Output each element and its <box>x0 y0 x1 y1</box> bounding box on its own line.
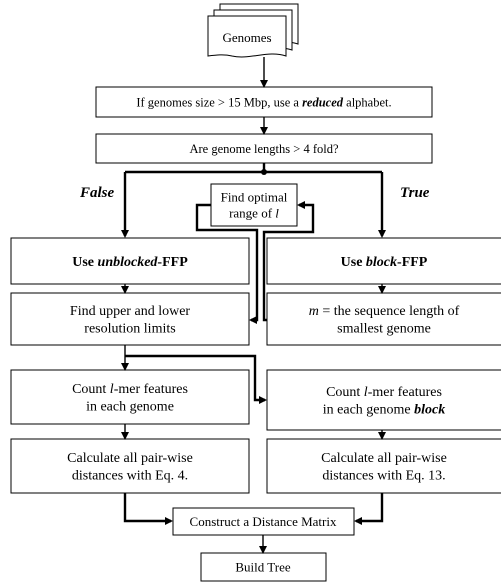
countL-run: -mer features <box>114 382 188 397</box>
block-run: -FFP <box>397 255 428 270</box>
optimal-range-text: Find optimal range of l <box>221 189 288 220</box>
countR-line-2: in each genome block <box>323 403 445 418</box>
arrow-limits-to-count-right <box>125 354 267 404</box>
genomes-label: Genomes <box>222 30 271 45</box>
mlen-run: = the sequence length of <box>319 304 460 319</box>
reduce-line-1: If genomes size > 15 Mbp, use a reduced … <box>136 95 391 109</box>
reduce-run: reduced <box>302 95 344 109</box>
count-lmer-block-text: Count l-mer features in each genome block <box>323 385 445 418</box>
reduce-run: If genomes size > 15 Mbp, use a <box>136 95 302 109</box>
mlen-run: m <box>309 304 319 319</box>
unblocked-run: unblocked <box>98 255 159 270</box>
resolution-limits-text: Find upper and lower resolution limits <box>70 304 190 337</box>
reduced-alphabet-text: If genomes size > 15 Mbp, use a reduced … <box>136 95 391 109</box>
fold-question-text: Are genome lengths > 4 fold? <box>189 142 338 156</box>
countR-run: l <box>364 385 368 400</box>
limits-run: resolution limits <box>84 322 175 337</box>
calcL-run: distances with Eq. 4. <box>72 469 188 484</box>
calc-distances-eq4-box <box>10 438 250 494</box>
optimal-run: l <box>275 206 279 221</box>
calcR-line-1: Calculate all pair-wise <box>321 451 447 466</box>
reduce-run: alphabet. <box>343 95 392 109</box>
count-lmer-block-box <box>266 369 501 431</box>
countR-run: in each genome <box>323 403 414 418</box>
unblocked-line-1: Use unblocked-FFP <box>72 255 188 270</box>
optimal-run: range of <box>229 206 275 221</box>
optimal-run: Find optimal <box>221 189 288 204</box>
countL-line-2: in each genome <box>86 400 174 415</box>
optimal-line-1: Find optimal <box>221 189 288 204</box>
calcL-run: Calculate all pair-wise <box>67 451 193 466</box>
countR-run: block <box>414 403 445 418</box>
block-ffp-box <box>266 237 501 285</box>
arrow-calc-left-to-matrix <box>123 493 173 525</box>
reduced-alphabet-box <box>95 86 433 118</box>
count-lmer-genome-box <box>10 369 250 425</box>
calcR-run: Calculate all pair-wise <box>321 451 447 466</box>
calc-distances-eq4-text: Calculate all pair-wise distances with Eq… <box>67 451 193 484</box>
block-run: Use <box>341 255 366 270</box>
limits-line-2: resolution limits <box>84 322 175 337</box>
countL-line-1: Count l-mer features <box>72 382 188 397</box>
smallest-genome-text: m = the sequence length of smallest genom… <box>309 304 460 337</box>
calcR-line-2: distances with Eq. 13. <box>322 469 445 484</box>
block-line-1: Use block-FFP <box>341 255 428 270</box>
fold-question-box <box>95 133 433 164</box>
calcR-run: distances with Eq. 13. <box>322 469 445 484</box>
mlen-line-2: smallest genome <box>337 322 431 337</box>
countR-run: -mer features <box>368 385 442 400</box>
countR-line-1: Count l-mer features <box>326 385 442 400</box>
calc-distances-eq13-text: Calculate all pair-wise distances with Eq… <box>321 451 447 484</box>
countR-run: Count <box>326 385 364 400</box>
loop-optimal-to-left-limits <box>195 203 259 324</box>
false-branch-label: False <box>79 185 115 201</box>
connectors <box>121 57 386 554</box>
unblocked-ffp-box <box>10 237 250 285</box>
fold-line-1: Are genome lengths > 4 fold? <box>189 142 338 156</box>
loop-right-limits-to-optimal <box>262 201 315 322</box>
countL-run: l <box>110 382 114 397</box>
optimal-line-2: range of l <box>229 206 279 221</box>
tree-line-1: Build Tree <box>235 560 290 575</box>
distance-matrix-text: Construct a Distance Matrix <box>190 514 337 529</box>
countL-run: Count <box>72 382 110 397</box>
unblocked-run: Use <box>72 255 97 270</box>
build-tree-text: Build Tree <box>235 560 290 575</box>
block-ffp-text: Use block-FFP <box>341 255 428 270</box>
fold-run: Are genome lengths > 4 fold? <box>189 142 338 156</box>
limits-run: Find upper and lower <box>70 304 190 319</box>
tree-run: Build Tree <box>235 560 290 575</box>
calcL-line-2: distances with Eq. 4. <box>72 469 188 484</box>
unblocked-run: -FFP <box>157 255 188 270</box>
mlen-line-1: m = the sequence length of <box>309 304 460 319</box>
block-run: block <box>366 255 397 270</box>
matrix-run: Construct a Distance Matrix <box>190 514 337 529</box>
count-lmer-genome-text: Count l-mer features in each genome <box>72 382 188 415</box>
arrow-calc-right-to-matrix <box>354 493 384 525</box>
build-tree-box <box>200 552 327 582</box>
optimal-range-box <box>210 183 298 227</box>
resolution-limits-box <box>10 292 250 346</box>
true-branch-label: True <box>400 185 430 201</box>
unblocked-ffp-text: Use unblocked-FFP <box>72 255 188 270</box>
mlen-run: smallest genome <box>337 322 431 337</box>
countL-run: in each genome <box>86 400 174 415</box>
limits-line-1: Find upper and lower <box>70 304 190 319</box>
calcL-line-1: Calculate all pair-wise <box>67 451 193 466</box>
matrix-line-1: Construct a Distance Matrix <box>190 514 337 529</box>
genomes-document-stack: Genomes <box>207 3 299 58</box>
